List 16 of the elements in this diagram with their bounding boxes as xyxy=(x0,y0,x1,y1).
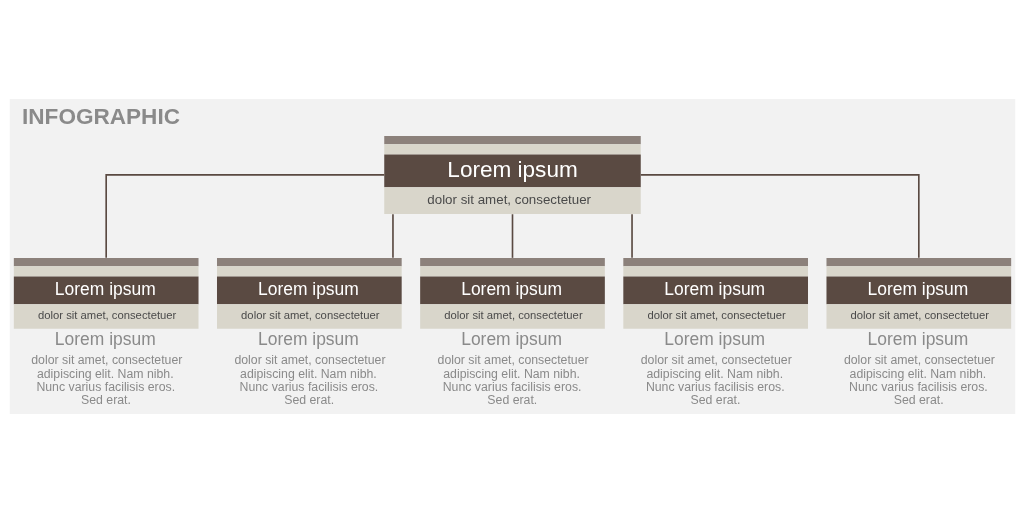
node-label: dolor sit amet, consectetuer adipiscing elit. Nam nibh. Nunc varius facilisis eros. Sed erat. xyxy=(437,352,589,407)
node-label: dolor sit amet, consectetuer adipiscing elit. Nam nibh. Nunc varius facilisis eros. Sed erat. xyxy=(30,352,182,407)
diagram-title: INFOGRAPHIC xyxy=(21,103,180,129)
node-label: dolor sit amet, consectetuer adipiscing elit. Nam nibh. Nunc varius facilisis eros. Sed erat. xyxy=(233,352,385,407)
node-label: Lorem ipsum xyxy=(663,328,765,349)
connector xyxy=(639,173,920,259)
node-label: dolor sit amet, consectetuer adipiscing elit. Nam nibh. Nunc varius facilisis eros. Sed erat. xyxy=(640,352,792,407)
node-label: dolor sit amet, consectetuer adipiscing elit. Nam nibh. Nunc varius facilisis eros. Sed erat. xyxy=(843,352,995,407)
connector xyxy=(630,212,633,259)
node-label: Lorem ipsum xyxy=(867,328,968,349)
connector xyxy=(104,173,385,259)
connector xyxy=(511,212,513,259)
node-label: Lorem ipsum xyxy=(257,328,359,349)
connector xyxy=(391,212,394,259)
node-label: Lorem ipsum xyxy=(54,328,156,349)
node-label: Lorem ipsum xyxy=(460,328,562,349)
